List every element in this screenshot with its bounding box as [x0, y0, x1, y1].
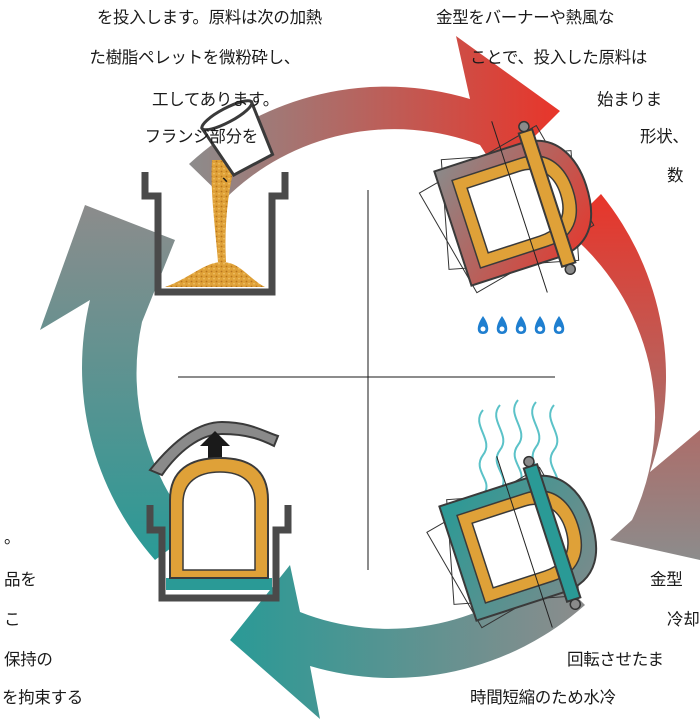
- heat-line-3: 始まりま: [597, 90, 662, 109]
- demold-line-3: こ: [4, 610, 21, 629]
- cool-line-1: 金型: [650, 570, 683, 589]
- pouring-cup: [199, 99, 275, 178]
- heat-illustration: [418, 120, 595, 334]
- heat-line-4: 形状、: [640, 127, 689, 146]
- cool-line-3: 回転させたま: [567, 650, 664, 669]
- up-arrow-icon: [200, 431, 230, 460]
- open-mold-base: [146, 505, 292, 602]
- heat-line-2: ことで、投入した原料は: [470, 48, 648, 67]
- charge-line-2: た樹脂ペレットを微粉砕し、: [89, 48, 300, 67]
- cool-line-4: 時間短縮のため水冷: [470, 688, 616, 707]
- flame-icon: [477, 316, 565, 334]
- mold-lid: [148, 420, 280, 477]
- demold-line-2: 品を: [4, 570, 37, 589]
- open-mold-box: [141, 172, 289, 296]
- charge-illustration: [141, 99, 289, 296]
- cool-illustration: [426, 399, 598, 629]
- charge-line-5: 、: [221, 166, 239, 185]
- charge-line-1: を投入します。原料は次の加熱: [96, 8, 322, 27]
- demold-illustration: [146, 420, 292, 602]
- heat-line-5: 数: [667, 166, 684, 185]
- heat-line-1: 金型をバーナーや熱風な: [436, 8, 615, 27]
- cool-line-2: 冷却: [667, 610, 700, 629]
- demold-line-1: 。: [4, 528, 21, 547]
- powder-stream: [211, 160, 236, 262]
- demold-line-5: を拘束する: [2, 688, 84, 707]
- powder-pile: [165, 262, 265, 287]
- cycle-arrow-charge-to-heat: [189, 36, 560, 199]
- charge-line-3: 工してあります。: [152, 90, 279, 109]
- charge-line-4: フランジ部分を: [144, 127, 259, 146]
- demold-line-4: 保持の: [4, 650, 53, 669]
- cycle-arrow-heat-to-cool: [565, 194, 700, 560]
